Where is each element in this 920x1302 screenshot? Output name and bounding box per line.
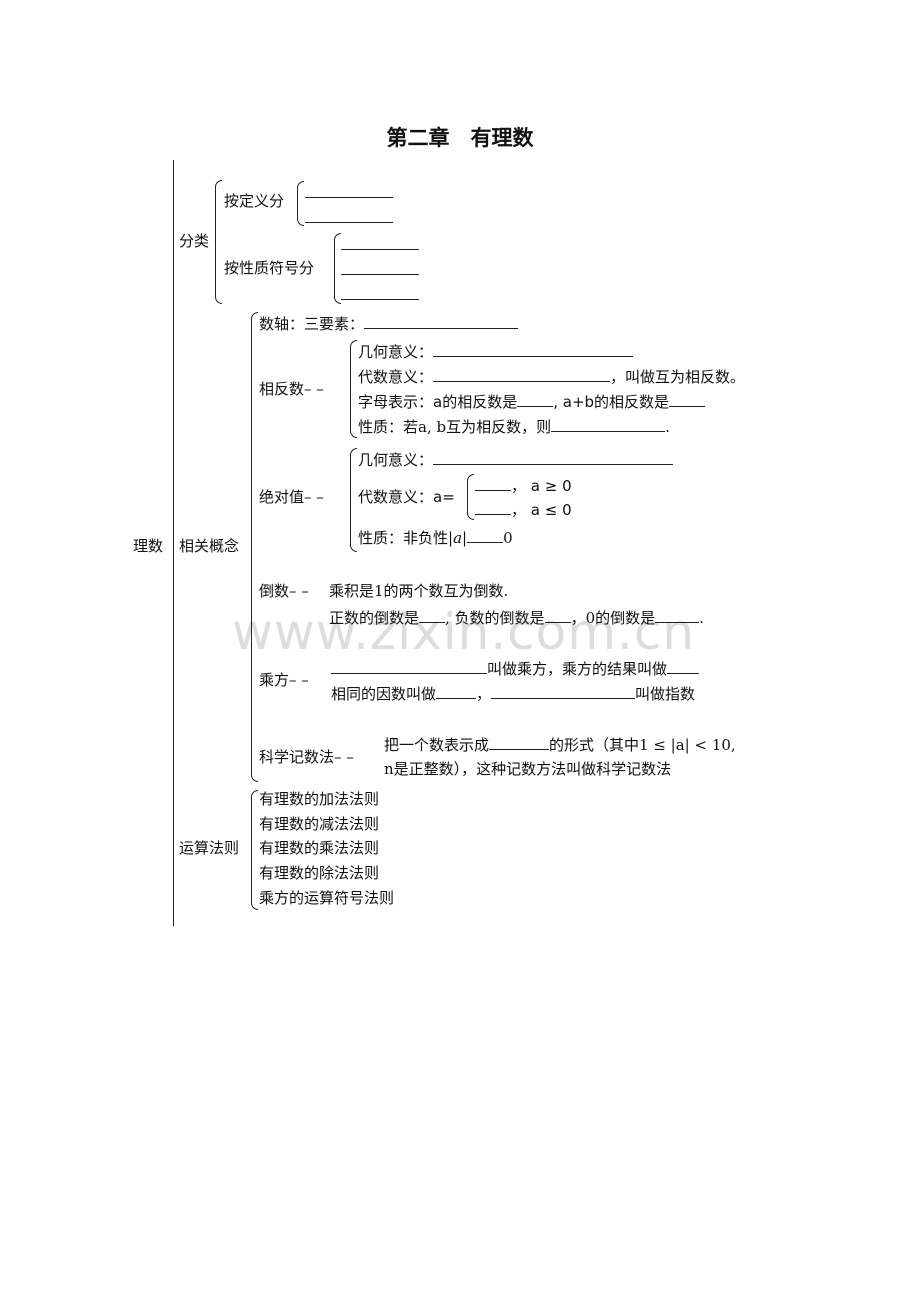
reciprocal-label: 倒数– – <box>259 582 309 600</box>
opposite-algebraic: 代数意义：，叫做互为相反数。 <box>358 368 746 386</box>
operation-item: 有理数的减法法则 <box>259 815 380 833</box>
reciprocal-line2: 正数的倒数是, 负数的倒数是，0的倒数是. <box>329 609 704 627</box>
page-title: 第二章 有理数 <box>386 126 534 150</box>
classification-brace <box>215 180 222 304</box>
blank[interactable] <box>305 222 393 223</box>
opposite-letter: 字母表示：a的相反数是, a+b的相反数是 <box>358 392 706 411</box>
classification-label: 分类 <box>179 232 210 250</box>
opposite-label: 相反数– – <box>259 380 324 398</box>
absolute-label: 绝对值– – <box>259 488 324 506</box>
absolute-algebraic: 代数意义：a= <box>358 488 455 506</box>
by-sign-brace <box>334 233 341 304</box>
operations-label: 运算法则 <box>179 839 240 857</box>
number-line-text: 数轴：三要素： <box>259 314 519 333</box>
scientific-label: 科学记数法– – <box>259 748 354 766</box>
absolute-geometric: 几何意义： <box>358 450 674 469</box>
operation-item: 乘方的运算符号法则 <box>259 889 395 907</box>
concepts-brace <box>251 312 258 782</box>
operations-brace <box>251 790 258 910</box>
scientific-line1: 把一个数表示成的形式（其中1 ≤ |a| < 10, <box>384 736 736 754</box>
blank[interactable] <box>341 299 419 300</box>
opposite-property: 性质：若a, b互为相反数，则. <box>358 418 670 436</box>
scientific-line2: n是正整数），这种记数方法叫做科学记数法 <box>384 760 672 778</box>
absolute-case-brace <box>467 474 474 520</box>
by-sign-label: 按性质符号分 <box>224 259 315 277</box>
root-label: 理数 <box>133 537 164 555</box>
blank[interactable] <box>341 249 419 250</box>
absolute-case-2: ， a ≤ 0 <box>475 500 572 519</box>
watermark: www.zixin.com.cn <box>232 603 696 661</box>
operation-item: 有理数的加法法则 <box>259 790 380 808</box>
power-line2: 相同的因数叫做，叫做指数 <box>331 685 696 703</box>
absolute-brace <box>350 448 357 552</box>
absolute-case-1: ， a ≥ 0 <box>475 476 572 495</box>
by-definition-label: 按定义分 <box>224 192 285 210</box>
opposite-brace <box>350 340 357 438</box>
blank[interactable] <box>341 274 419 275</box>
opposite-geometric: 几何意义： <box>358 342 634 361</box>
operation-item: 有理数的乘法法则 <box>259 839 380 857</box>
concepts-label: 相关概念 <box>179 537 240 555</box>
absolute-property: 性质：非负性|a|0 <box>358 529 513 547</box>
by-definition-brace <box>297 181 304 226</box>
root-line <box>173 160 174 926</box>
reciprocal-line1: 乘积是1的两个数互为倒数. <box>329 582 509 600</box>
power-label: 乘方– – <box>259 671 309 689</box>
operation-item: 有理数的除法法则 <box>259 864 380 882</box>
blank[interactable] <box>305 197 393 198</box>
power-line1: 叫做乘方，乘方的结果叫做 <box>331 659 700 678</box>
